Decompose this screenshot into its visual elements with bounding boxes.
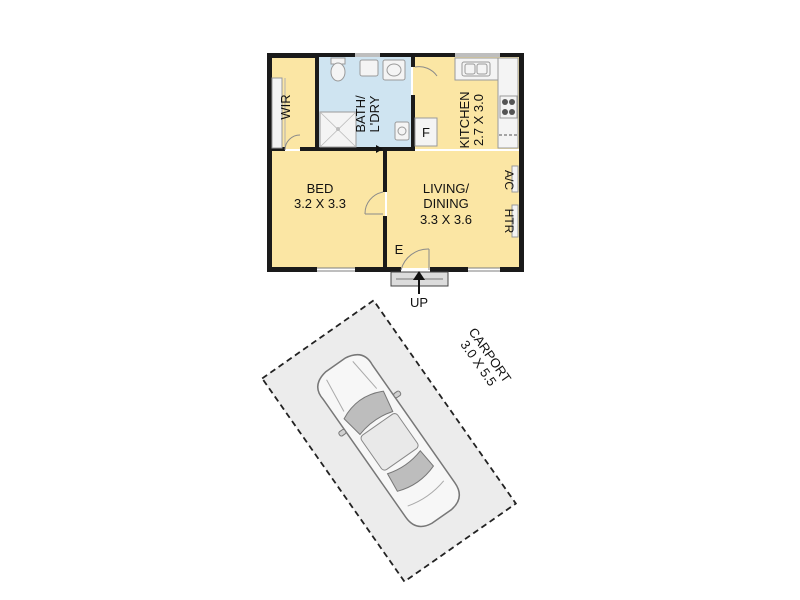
bath-label-line1: BATH/ (353, 95, 368, 133)
burner-4 (509, 109, 515, 115)
car-boot-line (407, 480, 445, 507)
car-icon (317, 353, 461, 528)
wall-bottom-left (267, 267, 317, 272)
wall-left (267, 53, 272, 272)
car-windscreen-rear (386, 450, 435, 492)
windows (317, 53, 500, 272)
kitchen-fixtures: F (414, 57, 519, 238)
room-fills (271, 57, 520, 268)
basin-bowl (386, 63, 402, 77)
kitchen-label-name: KITCHEN (457, 91, 472, 148)
kitchen-label-dims: 2.7 X 3.0 (471, 94, 486, 146)
carport (260, 299, 518, 583)
bath-label-line2: L'DRY (367, 95, 382, 132)
kitchen-sink-bowl (464, 63, 476, 75)
car-mirror-left (338, 429, 347, 437)
wall-bottom-right-2 (500, 267, 524, 272)
stairs-label: UP (410, 295, 428, 310)
aircon-unit (511, 165, 519, 193)
carport-label: CARPORT 3.0 X 5.5 (457, 325, 514, 389)
wall-wir-bath (315, 57, 319, 149)
wir-label: WIR (278, 94, 293, 119)
burner-3 (502, 109, 508, 115)
kitchen-label: KITCHEN 2.7 X 3.0 (457, 91, 486, 148)
stairs-up-arrow-icon (413, 271, 425, 294)
wir-door-swing (284, 134, 301, 151)
wall-bed-living-bottom (383, 216, 387, 272)
fridge (414, 117, 438, 147)
wall-top-left (267, 53, 315, 58)
wall-horizontal-mid (300, 147, 415, 151)
wall-horizontal-mid-left (267, 147, 285, 151)
bed-floor (271, 151, 385, 268)
shower-drain (336, 127, 340, 131)
burner-2 (509, 99, 515, 105)
heater-unit (511, 204, 519, 238)
walls (267, 53, 524, 272)
bed-label-name: BED (307, 181, 334, 196)
heater-label: HTR (502, 209, 516, 234)
car-mirror-right (393, 390, 402, 399)
wall-bottom-right (430, 267, 468, 272)
car-bonnet-line-1 (326, 379, 345, 412)
bath-door-arrow (376, 145, 383, 153)
cooktop (499, 95, 518, 119)
car-roof (360, 413, 419, 471)
bed-label-dims: 3.2 X 3.3 (294, 196, 346, 211)
bath-fixtures (319, 57, 410, 148)
laundry-tub (359, 59, 379, 77)
wall-top-bath-2 (380, 53, 415, 57)
washer-drum (397, 126, 407, 136)
fridge-label: F (422, 125, 430, 140)
toilet-bowl (330, 62, 346, 82)
living-label-line1: LIVING/ (423, 181, 470, 196)
wall-bath-kitchen (411, 57, 415, 67)
entry-door-swing (400, 248, 430, 271)
entry-label: E (395, 242, 404, 257)
wall-bottom-mid (355, 267, 401, 272)
wall-bed-living-top (383, 147, 387, 192)
wall-top-bath (315, 53, 355, 57)
bed-door-swing (364, 191, 384, 215)
living-label-dims: 3.3 X 3.6 (420, 212, 472, 227)
living-floor (387, 151, 520, 268)
wall-right (519, 53, 524, 272)
wall-bath-kitchen-2 (411, 95, 415, 149)
bath-label: BATH/ L'DRY (353, 95, 382, 133)
kitchen-door-swing (414, 66, 438, 77)
aircon-label: A/C (502, 170, 516, 190)
car-bonnet-line-2 (352, 361, 378, 389)
car-windscreen-front (343, 390, 394, 436)
kitchen-sink-bowl-2 (476, 63, 488, 75)
wall-top-kitchen-2 (500, 53, 524, 57)
wall-top-kitchen (415, 53, 455, 57)
living-label-line2: DINING (423, 196, 469, 211)
wir-shelf (271, 77, 283, 149)
burner-1 (502, 99, 508, 105)
